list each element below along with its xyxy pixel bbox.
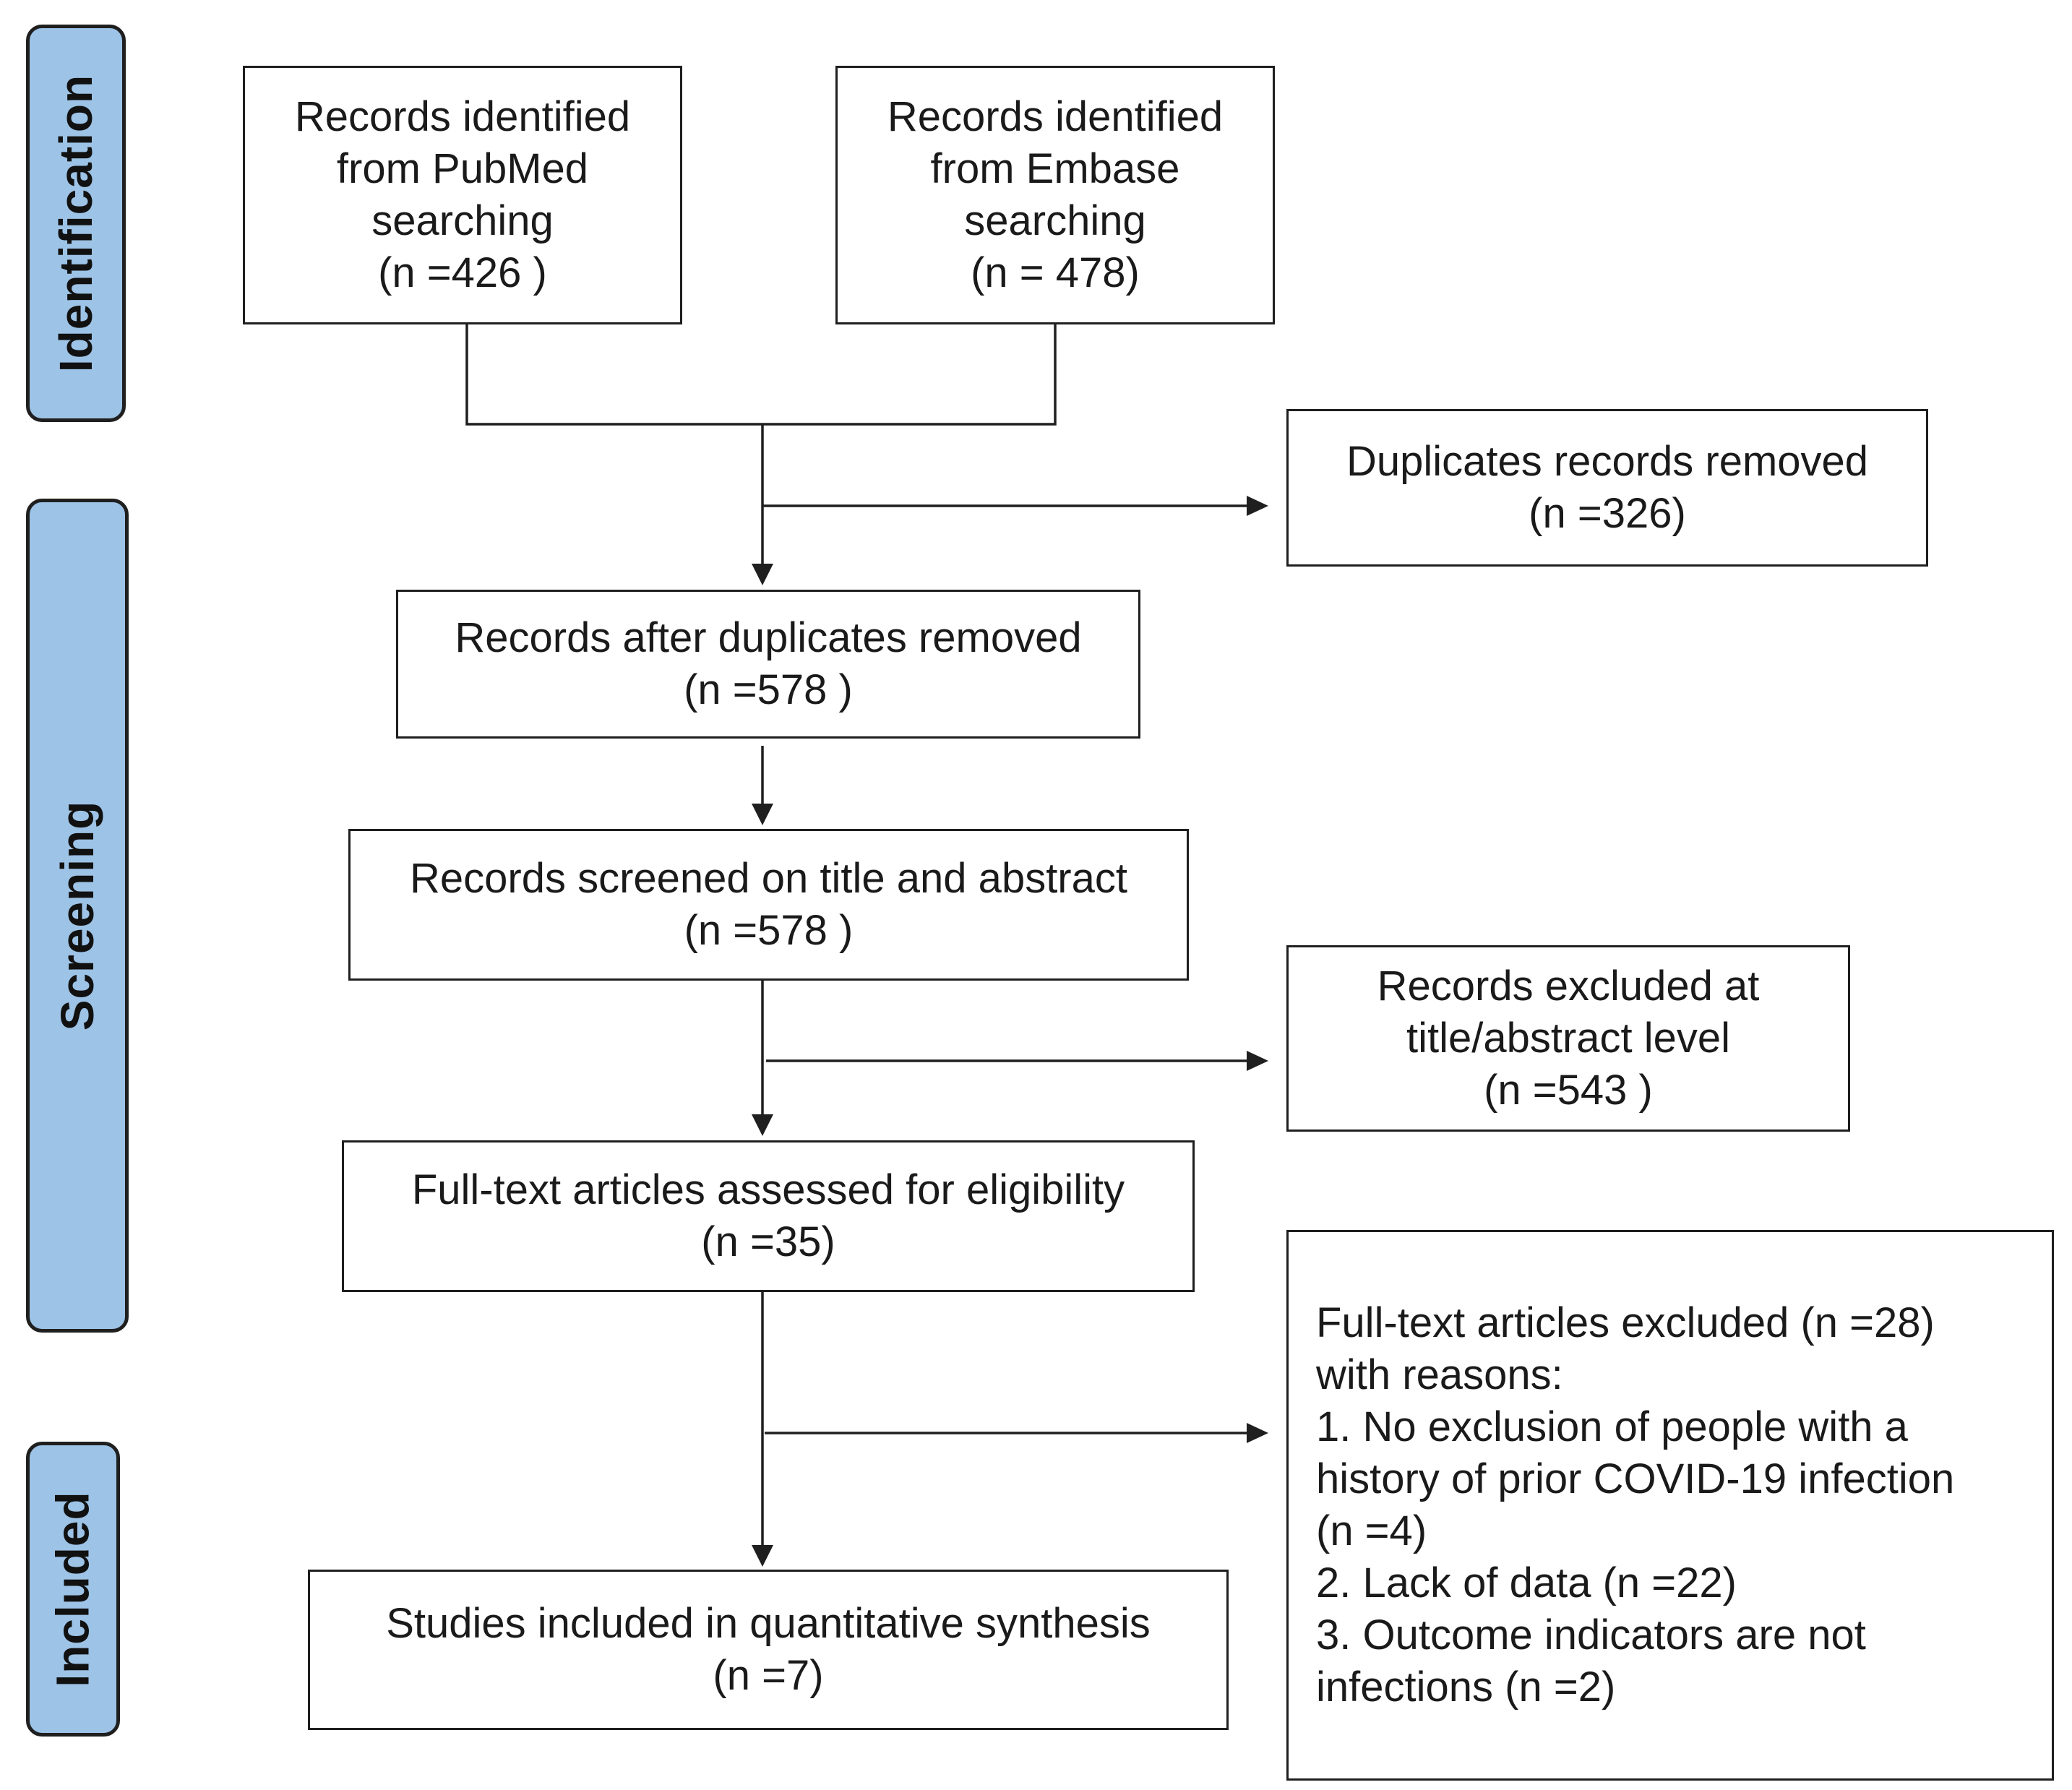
box-text-line: searching [371, 197, 554, 244]
box-duplicates-removed: Duplicates records removed (n =326) [1286, 409, 1928, 567]
box-text-line: Studies included in quantitative synthes… [386, 1600, 1151, 1647]
arrowhead-down-2 [752, 804, 773, 825]
box-text-line: from Embase [930, 145, 1180, 192]
box-text-line: (n =578 ) [684, 907, 854, 954]
box-text-line: Records screened on title and abstract [410, 855, 1127, 902]
box-text-line: title/abstract level [1406, 1015, 1731, 1062]
box-text-line: (n =7) [713, 1652, 824, 1699]
phase-included: Included [26, 1442, 120, 1737]
box-excluded-title-abstract: Records excluded at title/abstract level… [1286, 945, 1850, 1132]
box-text-line: with reasons: [1316, 1351, 1563, 1398]
box-text-line: (n =326) [1529, 490, 1686, 537]
box-records-after-duplicates: Records after duplicates removed (n =578… [396, 590, 1140, 739]
box-text-line: 3. Outcome indicators are not [1316, 1612, 1866, 1658]
box-text-line: from PubMed [336, 145, 589, 192]
box-text-line: Records identified [887, 93, 1224, 140]
arrowhead-right-2 [1247, 1051, 1268, 1071]
box-full-text-assessed: Full-text articles assessed for eligibil… [342, 1140, 1195, 1292]
box-text-line: (n =543 ) [1484, 1067, 1653, 1114]
box-text-line: Full-text articles assessed for eligibil… [411, 1166, 1125, 1213]
box-text-line: (n = 478) [971, 249, 1140, 296]
phase-identification: Identification [26, 25, 126, 422]
box-text-line: (n =4) [1316, 1507, 1427, 1554]
box-text-line: searching [964, 197, 1146, 244]
merge-line [465, 324, 1057, 426]
box-text-line: Records after duplicates removed [455, 614, 1082, 661]
box-text-line: 1. No exclusion of people with a [1316, 1403, 1908, 1450]
box-text-line: Duplicates records removed [1346, 438, 1869, 485]
arrowhead-down-4 [752, 1545, 773, 1567]
box-text-line: history of prior COVID-19 infection [1316, 1455, 1955, 1502]
phase-screening: Screening [26, 499, 129, 1333]
box-text-line: (n =426 ) [378, 249, 547, 296]
arrowhead-right-1 [1247, 496, 1268, 516]
arrowhead-right-3 [1247, 1423, 1268, 1443]
box-text-line: Full-text articles excluded (n =28) [1316, 1299, 1935, 1346]
arrowhead-down-3 [752, 1114, 773, 1136]
box-text-line: infections (n =2) [1316, 1664, 1616, 1711]
box-text-line: Records excluded at [1377, 963, 1760, 1010]
box-records-screened: Records screened on title and abstract (… [348, 829, 1189, 981]
box-text-line: 2. Lack of data (n =22) [1316, 1559, 1737, 1606]
box-text-line: Records identified [294, 93, 631, 140]
box-text-line: (n =578 ) [684, 666, 853, 713]
box-full-text-excluded: Full-text articles excluded (n =28) with… [1286, 1230, 2054, 1781]
box-text-line: (n =35) [701, 1218, 835, 1265]
box-records-embase: Records identified from Embase searching… [835, 66, 1275, 324]
arrowhead-down-1 [752, 564, 773, 585]
box-records-pubmed: Records identified from PubMed searching… [243, 66, 682, 324]
box-studies-included: Studies included in quantitative synthes… [308, 1570, 1229, 1730]
